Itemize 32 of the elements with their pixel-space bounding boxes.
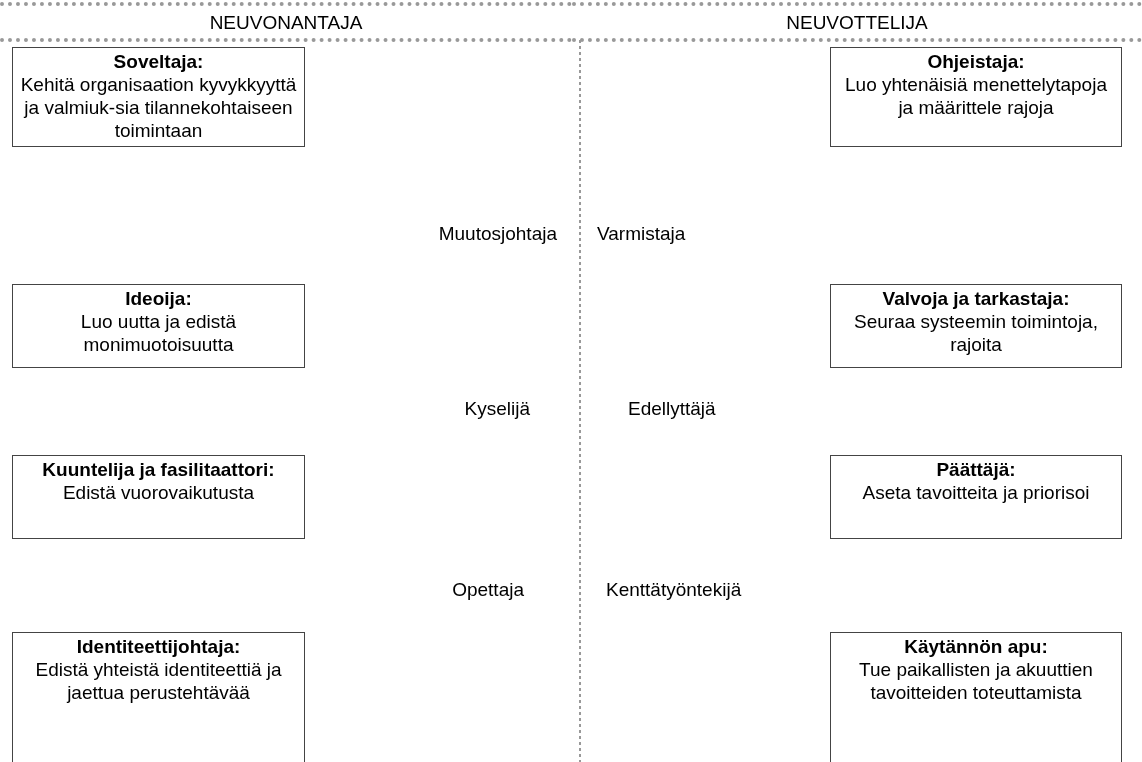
role-label: Edellyttäjä [628, 397, 716, 420]
role-title: Käytännön apu: [903, 635, 1049, 658]
role-description: Aseta tavoitteita ja priorisoi [861, 481, 1091, 504]
role-description: Edistä yhteistä identiteettiä ja jaettua perustehtävää [34, 658, 283, 704]
role-title: Valvoja ja tarkastaja: [881, 287, 1071, 310]
role-description: Luo yhtenäisiä menettelytapoja ja määrittele rajoja [844, 73, 1108, 119]
role-box [12, 455, 305, 539]
column-header: NEUVOTTELIJA [572, 2, 1142, 42]
role-label: Muutosjohtaja [438, 222, 557, 245]
role-box [830, 47, 1122, 147]
role-description: Tue paikallisten ja akuuttien tavoitteiden toteuttamista [858, 658, 1094, 704]
role-title: Soveltaja: [112, 50, 205, 73]
role-label: Kenttätyöntekijä [606, 578, 742, 601]
role-title: Päättäjä: [935, 458, 1017, 481]
role-title: Kuuntelija ja fasilitaattori: [41, 458, 276, 481]
role-box [830, 284, 1122, 368]
role-box [12, 47, 305, 147]
role-title: Identiteettijohtaja: [75, 635, 242, 658]
role-box [830, 455, 1122, 539]
column-header: NEUVONANTAJA [0, 2, 572, 42]
role-description: Luo uutta ja edistä monimuotoisuutta [79, 310, 238, 356]
role-box [12, 284, 305, 368]
role-label: Opettaja [452, 578, 524, 601]
role-description: Kehitä organisaation kyvykkyyttä ja valmiuk-sia tilannekohtaiseen toimintaan [19, 73, 298, 142]
role-label: Kyselijä [464, 397, 530, 420]
role-box [12, 632, 305, 762]
role-description: Edistä vuorovaikutusta [61, 481, 256, 504]
role-title: Ohjeistaja: [926, 50, 1026, 73]
role-title: Ideoija: [124, 287, 193, 310]
role-box [830, 632, 1122, 762]
role-label: Varmistaja [597, 222, 686, 245]
role-description: Seuraa systeemin toimintoja, rajoita [853, 310, 1099, 356]
